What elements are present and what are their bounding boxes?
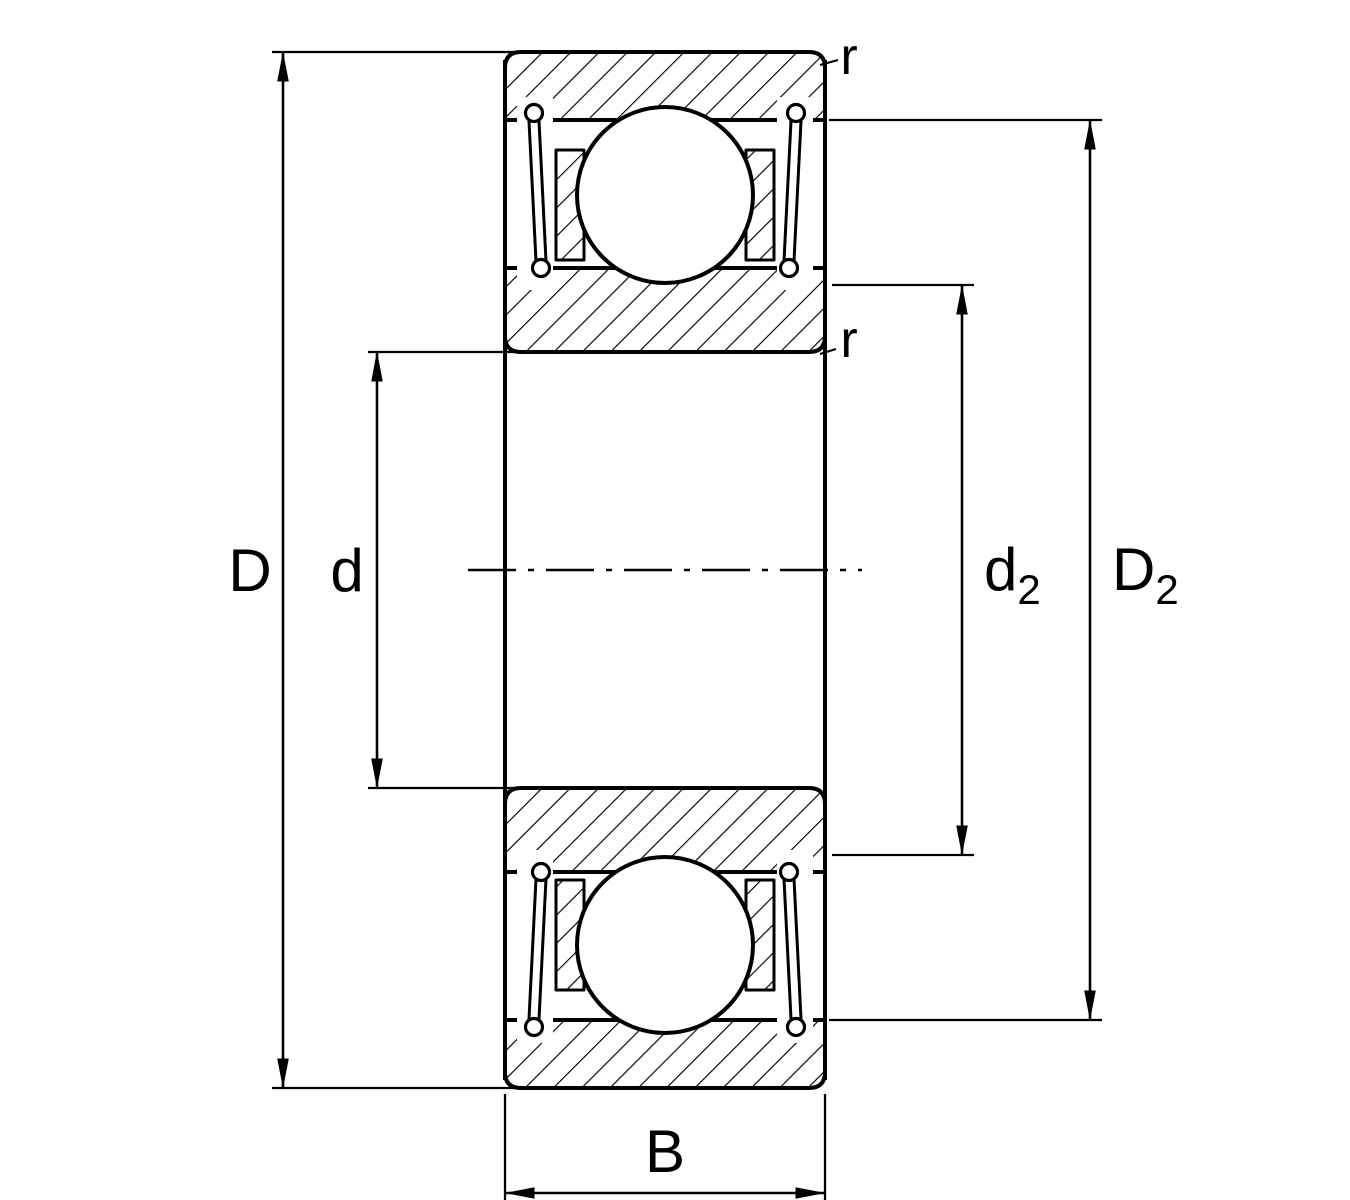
label-corner-radius-inner: r (840, 311, 857, 369)
bearing-lower-half (503, 786, 827, 1090)
seal-lip (523, 102, 545, 124)
dimension-recess-diameter (832, 283, 974, 857)
label-shoulder-diameter: D2 (1112, 536, 1179, 613)
seal-section-right (782, 877, 803, 1021)
label-recess-diameter-main: d (984, 536, 1017, 603)
label-recess-diameter: d2 (984, 536, 1041, 613)
ball (575, 105, 755, 285)
seal-lip (778, 257, 800, 279)
leader-line (819, 58, 839, 67)
dimension-shoulder-diameter (829, 118, 1102, 1022)
label-recess-diameter-subscript: 2 (1017, 566, 1040, 613)
ball (575, 855, 755, 1035)
label-width: B (645, 1118, 685, 1185)
seal-lip (785, 102, 807, 124)
label-outer-diameter: D (228, 537, 271, 604)
label-bore-diameter: d (330, 537, 363, 604)
seal-section-right (782, 119, 803, 263)
label-corner-radius-outer: r (840, 28, 857, 86)
bearing-upper-half (503, 50, 827, 354)
seal-lip (778, 861, 800, 883)
seal-section-left (527, 877, 548, 1021)
dimension-outer-diameter (272, 50, 520, 1090)
dimension-width (503, 1094, 827, 1200)
dimension-bore-diameter (368, 350, 520, 790)
seal-lip (785, 1016, 807, 1038)
seal-lip (530, 257, 552, 279)
label-shoulder-diameter-main: D (1112, 536, 1155, 603)
seal-section-left (527, 119, 548, 263)
label-shoulder-diameter-subscript: 2 (1155, 566, 1178, 613)
leader-line (819, 347, 837, 356)
seal-lip (530, 861, 552, 883)
seal-lip (523, 1016, 545, 1038)
